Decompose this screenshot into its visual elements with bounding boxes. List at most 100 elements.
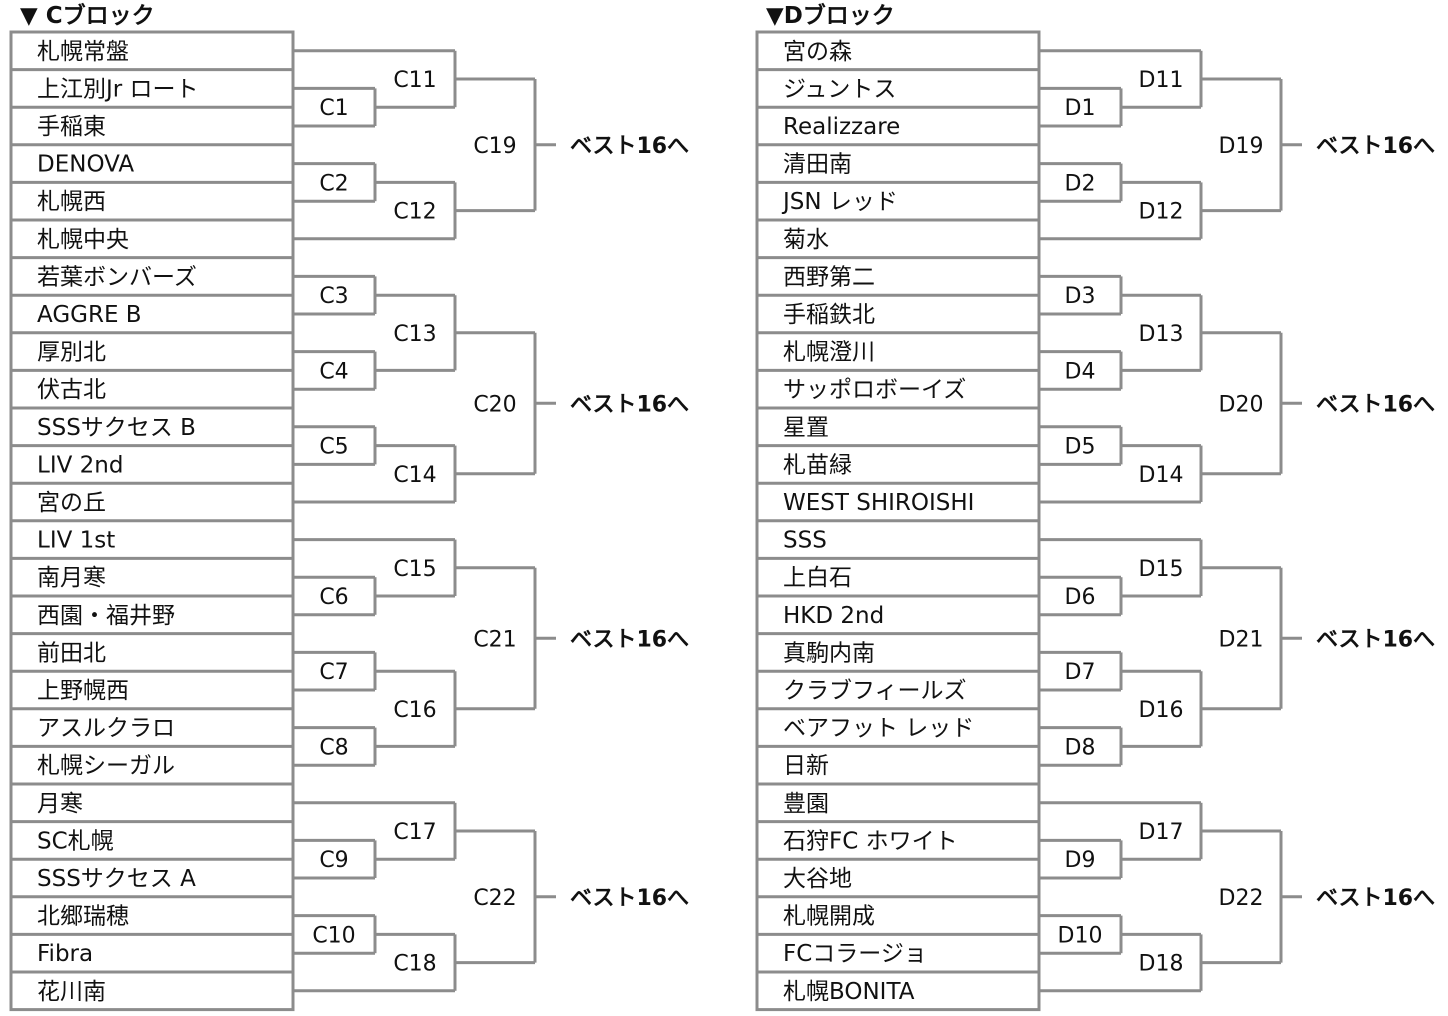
team-name: 南月寒	[37, 565, 106, 591]
team-name: 宮の森	[783, 39, 852, 65]
label-backdrop	[462, 385, 530, 420]
match-label-r3: D22	[1219, 886, 1264, 911]
team-name: 手稲鉄北	[783, 302, 875, 328]
team-name: SSSサクセス B	[37, 415, 196, 441]
team-name: LIV 2nd	[37, 452, 123, 478]
team-name: 大谷地	[783, 866, 852, 892]
match-label-r3: D21	[1219, 627, 1264, 652]
label-backdrop	[1208, 620, 1276, 655]
advance-label: ベスト16へ	[1316, 392, 1435, 417]
match-label-r2: D12	[1139, 200, 1184, 225]
team-name: LIV 1st	[37, 528, 115, 554]
team-name: 若葉ボンバーズ	[37, 264, 197, 290]
team-name: 宮の丘	[37, 490, 106, 516]
team-name: 札幌西	[37, 189, 106, 215]
match-label-r3: C19	[473, 134, 516, 159]
team-name: 星置	[783, 415, 829, 441]
team-name: 上白石	[783, 565, 852, 591]
team-name: アスルクラロ	[37, 716, 175, 742]
match-label-r1: D5	[1065, 435, 1096, 460]
team-name: 札幌中央	[37, 227, 129, 253]
match-label-r3: D19	[1219, 134, 1264, 159]
match-label-r1: D10	[1058, 923, 1103, 948]
team-name: 上江別Jr ロート	[37, 76, 199, 102]
match-label-r1: C6	[319, 585, 348, 610]
match-label-r1: C10	[312, 923, 355, 948]
team-name: 札幌開成	[783, 904, 875, 930]
team-name: クラブフィールズ	[783, 678, 967, 704]
advance-label: ベスト16へ	[570, 134, 689, 159]
block-title: ▼Dブロック	[766, 2, 895, 29]
team-name: Fibra	[37, 941, 93, 967]
match-label-r1: D4	[1065, 359, 1096, 384]
match-label-r1: C8	[319, 735, 348, 760]
match-label-r2: C13	[393, 322, 436, 347]
match-label-r1: C3	[319, 284, 348, 309]
match-label-r1: D1	[1065, 96, 1096, 121]
team-name: AGGRE B	[37, 302, 142, 328]
match-label-r2: D15	[1139, 557, 1184, 582]
team-name: 西野第二	[783, 264, 875, 290]
match-label-r1: C7	[319, 660, 348, 685]
team-name: 札幌常盤	[37, 39, 129, 65]
block-title: ▼ Cブロック	[20, 2, 155, 29]
match-label-r2: C18	[393, 952, 436, 977]
team-name: 月寒	[37, 791, 83, 817]
match-label-r2: C15	[393, 557, 436, 582]
match-label-r1: D9	[1065, 848, 1096, 873]
label-backdrop	[462, 878, 530, 913]
team-name: WEST SHIROISHI	[783, 490, 974, 516]
label-backdrop	[1208, 878, 1276, 913]
advance-label: ベスト16へ	[1316, 134, 1435, 159]
match-label-r2: C14	[393, 463, 436, 488]
team-name: 札幌シーガル	[37, 753, 175, 779]
advance-label: ベスト16へ	[570, 392, 689, 417]
match-label-r2: D11	[1139, 68, 1184, 93]
match-label-r2: D13	[1139, 322, 1184, 347]
match-label-r2: C16	[393, 698, 436, 723]
match-label-r2: C17	[393, 820, 436, 845]
advance-label: ベスト16へ	[1316, 886, 1435, 911]
team-name: サッポロボーイズ	[783, 377, 966, 403]
label-backdrop	[1208, 126, 1276, 161]
team-name: HKD 2nd	[783, 603, 884, 629]
match-label-r3: C20	[473, 392, 516, 417]
match-label-r1: C4	[319, 359, 348, 384]
match-label-r1: D3	[1065, 284, 1096, 309]
advance-label: ベスト16へ	[1316, 627, 1435, 652]
team-name: 手稲東	[37, 114, 106, 140]
match-label-r1: D6	[1065, 585, 1096, 610]
team-name: 花川南	[37, 979, 106, 1005]
match-label-r2: C12	[393, 200, 436, 225]
team-name: 菊水	[783, 227, 829, 253]
team-name: Realizzare	[783, 114, 900, 140]
team-name: SSS	[783, 528, 827, 554]
match-label-r1: C5	[319, 435, 348, 460]
team-name: 札幌BONITA	[783, 979, 915, 1005]
advance-label: ベスト16へ	[570, 886, 689, 911]
match-label-r1: D8	[1065, 735, 1096, 760]
team-name: ベアフット レッド	[783, 716, 974, 742]
advance-label: ベスト16へ	[570, 627, 689, 652]
match-label-r2: D18	[1139, 952, 1184, 977]
match-label-r2: D16	[1139, 698, 1184, 723]
team-name: 札幌澄川	[783, 340, 875, 366]
team-name: ジュントス	[783, 76, 896, 102]
team-name: DENOVA	[37, 152, 134, 178]
team-name: 伏古北	[37, 377, 106, 403]
team-name: 上野幌西	[37, 678, 129, 704]
match-label-r1: C9	[319, 848, 348, 873]
label-backdrop	[462, 126, 530, 161]
team-name: 札苗緑	[783, 452, 852, 478]
match-label-r3: D20	[1219, 392, 1264, 417]
team-name: 豊園	[783, 791, 829, 817]
team-name: 清田南	[783, 152, 852, 178]
team-name: JSN レッド	[781, 189, 898, 215]
match-label-r1: C2	[319, 171, 348, 196]
team-name: 西園・福井野	[37, 603, 175, 629]
team-name: SC札幌	[37, 828, 114, 854]
team-name: 北郷瑞穂	[37, 904, 129, 930]
